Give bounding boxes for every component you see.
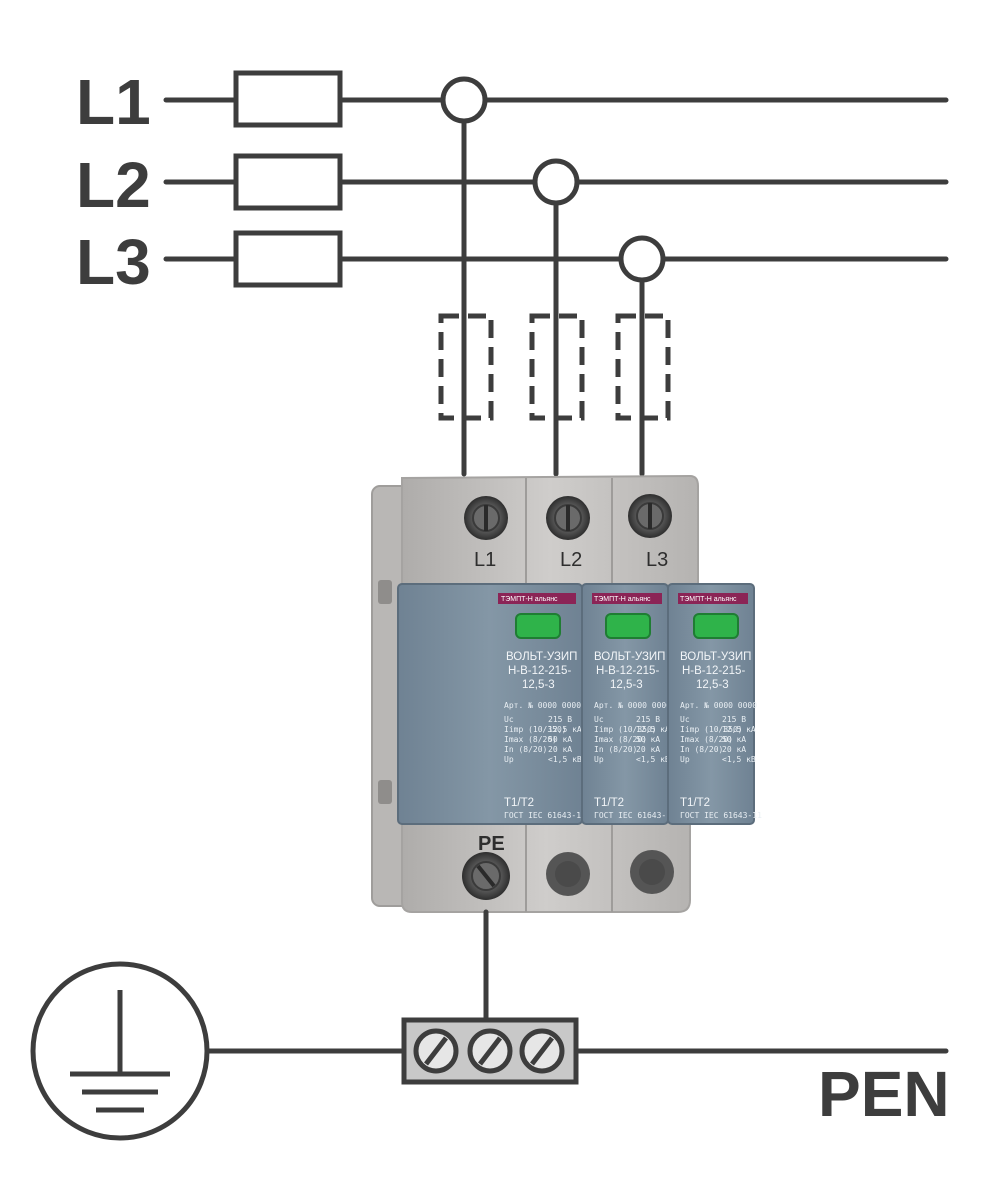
module-1-spec-0-v: 215 В — [548, 715, 572, 724]
module-1-indicator — [515, 613, 561, 639]
spd-module-3: ТЭМПТ-Н альянс ВОЛЬТ-УЗИП Н-В-12-215- 12… — [667, 583, 762, 825]
surge-protection-device: L1 L2 L3 PE ТЭМПТ-Н альянс ВОЛЬТ-УЗИП Н-… — [371, 474, 762, 913]
module-3-spec-0-v: 215 В — [722, 715, 746, 724]
module-1-class: T1/T2 — [504, 797, 534, 809]
spd-module-2: ТЭМПТ-Н альянс ВОЛЬТ-УЗИП Н-В-12-215- 12… — [581, 583, 676, 825]
module-1-spec-2-v: 50 кА — [548, 735, 572, 744]
module-1-spec-3-k: In (8/20) — [504, 745, 547, 754]
terminal-label-l2: L2 — [560, 549, 582, 571]
module-3-spec-3-v: 20 кА — [722, 745, 746, 754]
module-2-spec-2-v: 50 кА — [636, 735, 660, 744]
phase-label-l1: L1 — [76, 66, 151, 138]
module-1-spec-1-k: Iimp (10/350) — [504, 725, 567, 734]
module-3-indicator — [693, 613, 739, 639]
module-2-spec-4-v: <1,5 кВ — [636, 755, 670, 764]
module-1-spec-2-k: Imax (8/20) — [504, 735, 557, 744]
module-2-title-3: 12,5-3 — [610, 679, 643, 691]
pen-label: PEN — [818, 1058, 950, 1130]
module-2-class: T1/T2 — [594, 797, 624, 809]
module-3-tag: ТЭМПТ-Н альянс — [680, 596, 737, 603]
module-2-spec-4-k: Up — [594, 755, 604, 764]
module-2-spec-2-k: Imax (8/20) — [594, 735, 647, 744]
phase-label-l2: L2 — [76, 149, 151, 221]
spd-module-1: ТЭМПТ-Н альянс ВОЛЬТ-УЗИП Н-В-12-215- 12… — [397, 583, 586, 825]
module-1-spec-3-v: 20 кА — [548, 745, 572, 754]
ground-icon — [30, 961, 210, 1141]
module-1-title-2: Н-В-12-215- — [508, 665, 571, 677]
terminal-block-screw-2 — [467, 1028, 513, 1074]
module-1-spec-4-k: Up — [504, 755, 514, 764]
main-fuse-l2 — [233, 153, 343, 211]
module-2-spec-0-k: Uc — [594, 715, 604, 724]
module-2-indicator — [605, 613, 651, 639]
module-1-spec-1-v: 12,5 кА — [548, 725, 582, 734]
top-terminal-screws — [464, 494, 672, 540]
module-1-spec-4-v: <1,5 кВ — [548, 755, 582, 764]
bottom-terminal-screws — [462, 850, 674, 900]
module-2-title-2: Н-В-12-215- — [596, 665, 659, 677]
module-1-title-3: 12,5-3 — [522, 679, 555, 691]
module-2-spec-3-v: 20 кА — [636, 745, 660, 754]
module-1-title-1: ВОЛЬТ-УЗИП — [506, 651, 577, 663]
module-3-spec-0-k: Uc — [680, 715, 690, 724]
terminal-label-pe: PE — [478, 833, 505, 855]
module-3-spec-4-v: <1,5 кВ — [722, 755, 756, 764]
module-3-title-3: 12,5-3 — [696, 679, 729, 691]
junction-node-l3 — [618, 235, 666, 283]
module-3-spec-1-v: 12,5 кА — [722, 725, 756, 734]
module-3-standard: ГОСТ IEC 61643-11 — [680, 811, 762, 820]
junction-node-l1 — [440, 76, 488, 124]
main-fuse-l1 — [233, 70, 343, 128]
module-3-article: Арт. № 0000 0000 — [680, 701, 757, 710]
junction-node-l2 — [532, 158, 580, 206]
module-2-spec-1-k: Iimp (10/350) — [594, 725, 657, 734]
module-3-spec-2-v: 50 кА — [722, 735, 746, 744]
module-2-tag: ТЭМПТ-Н альянс — [594, 596, 651, 603]
backup-fuses — [438, 313, 671, 421]
module-3-title-1: ВОЛЬТ-УЗИП — [680, 651, 751, 663]
module-2-standard: ГОСТ IEC 61643-11 — [594, 811, 676, 820]
terminal-label-l3: L3 — [646, 549, 668, 571]
phase-label-l3: L3 — [76, 226, 151, 298]
module-3-spec-2-k: Imax (8/20) — [680, 735, 733, 744]
module-1-tag: ТЭМПТ-Н альянс — [501, 596, 558, 603]
module-3-spec-4-k: Up — [680, 755, 690, 764]
module-1-standard: ГОСТ IEC 61643-11 — [504, 811, 586, 820]
module-2-spec-3-k: In (8/20) — [594, 745, 637, 754]
module-1-spec-0-k: Uc — [504, 715, 514, 724]
module-2-title-1: ВОЛЬТ-УЗИП — [594, 651, 665, 663]
module-2-spec-0-v: 215 В — [636, 715, 660, 724]
module-1-article: Арт. № 0000 0000 — [504, 701, 581, 710]
module-2-article: Арт. № 0000 0000 — [594, 701, 671, 710]
module-2-spec-1-v: 12,5 кА — [636, 725, 670, 734]
terminal-block-screw-3 — [519, 1028, 565, 1074]
terminal-block-screw-1 — [413, 1028, 459, 1074]
module-3-spec-1-k: Iimp (10/350) — [680, 725, 743, 734]
module-3-spec-3-k: In (8/20) — [680, 745, 723, 754]
module-3-class: T1/T2 — [680, 797, 710, 809]
main-fuse-l3 — [233, 230, 343, 288]
terminal-label-l1: L1 — [474, 549, 496, 571]
pen-terminal-block — [401, 1017, 579, 1085]
module-3-title-2: Н-В-12-215- — [682, 665, 745, 677]
